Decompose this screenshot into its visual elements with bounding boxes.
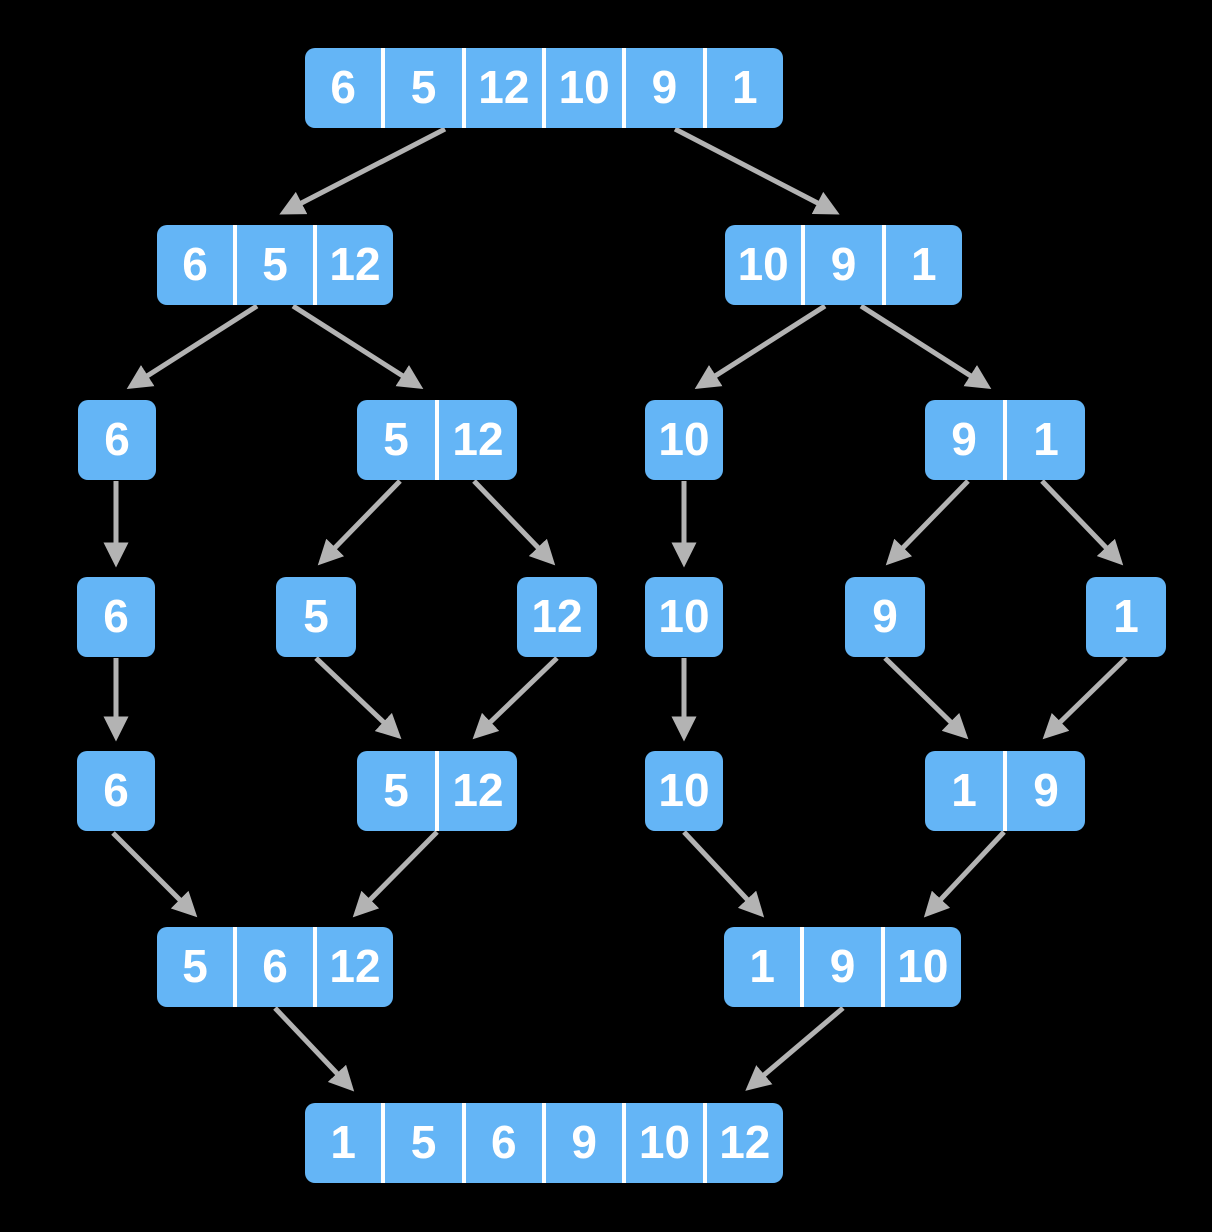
- array-cell: 1: [1003, 400, 1085, 480]
- array-cell: 5: [233, 225, 313, 305]
- array-cell: 12: [435, 400, 517, 480]
- split-arrow: [317, 479, 402, 566]
- array-cell: 10: [541, 48, 622, 128]
- array-cell: 1: [330, 1115, 356, 1168]
- array-cell: 10: [880, 927, 961, 1007]
- array-cell: 9: [1003, 751, 1085, 831]
- array-cell: 6: [182, 237, 208, 290]
- array-box-5: 5: [276, 577, 356, 657]
- array-cell: 6: [461, 1103, 542, 1183]
- array-cell: 12: [702, 1103, 783, 1183]
- merge-arrow: [923, 830, 1006, 918]
- merge-arrow: [883, 656, 969, 740]
- merge-arrow: [682, 830, 765, 918]
- array-cell: 9: [872, 589, 898, 642]
- split-arrow: [1040, 479, 1124, 566]
- array-cell: 9: [800, 927, 880, 1007]
- array-cell: 6: [103, 763, 129, 816]
- array-cell: 5: [381, 48, 461, 128]
- merge-arrow: [352, 830, 439, 918]
- array-cell: 10: [622, 1103, 702, 1183]
- array-box-12: 12: [517, 577, 597, 657]
- array-box-1: 1: [1086, 577, 1166, 657]
- array-cell: 5: [381, 1103, 461, 1183]
- merge-arrow: [1042, 656, 1128, 740]
- split-arrow: [126, 303, 259, 390]
- split-arrow: [859, 303, 992, 390]
- array-cell: 12: [531, 589, 583, 642]
- array-cell: 9: [951, 412, 977, 465]
- split-arrow: [472, 479, 556, 566]
- array-cell: 1: [1113, 589, 1139, 642]
- array-cell: 9: [622, 48, 702, 128]
- merge-arrow: [111, 831, 198, 918]
- array-cell: 12: [313, 225, 393, 305]
- array-cell: 5: [383, 763, 409, 816]
- array-cell: 6: [233, 927, 313, 1007]
- array-cell: 1: [881, 225, 962, 305]
- merge-arrow: [314, 656, 402, 740]
- merge-arrow: [472, 656, 559, 740]
- array-box-6: 6: [78, 400, 156, 480]
- array-cell: 9: [541, 1103, 622, 1183]
- array-cell: 10: [658, 589, 710, 642]
- array-cell: 6: [330, 60, 356, 113]
- array-cell: 10: [658, 763, 710, 816]
- array-box-10: 10: [645, 751, 723, 831]
- array-cell: 10: [658, 412, 710, 465]
- array-cell: 5: [303, 589, 329, 642]
- array-cell: 6: [103, 589, 129, 642]
- array-box-6: 6: [77, 577, 155, 657]
- array-cell: 12: [313, 927, 393, 1007]
- array-box-6: 6: [77, 751, 155, 831]
- array-cell: 1: [749, 939, 775, 992]
- array-cell: 5: [182, 939, 208, 992]
- split-arrow: [694, 303, 827, 390]
- merge-arrow: [745, 1006, 845, 1091]
- array-cell: 10: [737, 237, 789, 290]
- array-cell: 12: [435, 751, 517, 831]
- array-box-10: 10: [645, 577, 723, 657]
- merge-arrow: [273, 1006, 355, 1092]
- array-cell: 6: [104, 412, 130, 465]
- split-arrow: [885, 479, 970, 566]
- array-box-5-12: 5 12: [357, 751, 517, 831]
- array-cell: 9: [801, 225, 881, 305]
- array-box-5-12: 5 12: [357, 400, 517, 480]
- array-box-9: 9: [845, 577, 925, 657]
- array-cell: 1: [702, 48, 783, 128]
- array-cell: 12: [461, 48, 542, 128]
- split-arrow: [673, 126, 840, 215]
- split-arrow: [291, 303, 424, 390]
- array-cell: 5: [383, 412, 409, 465]
- split-arrow: [279, 126, 447, 215]
- array-box-10: 10: [645, 400, 723, 480]
- array-cell: 1: [951, 763, 977, 816]
